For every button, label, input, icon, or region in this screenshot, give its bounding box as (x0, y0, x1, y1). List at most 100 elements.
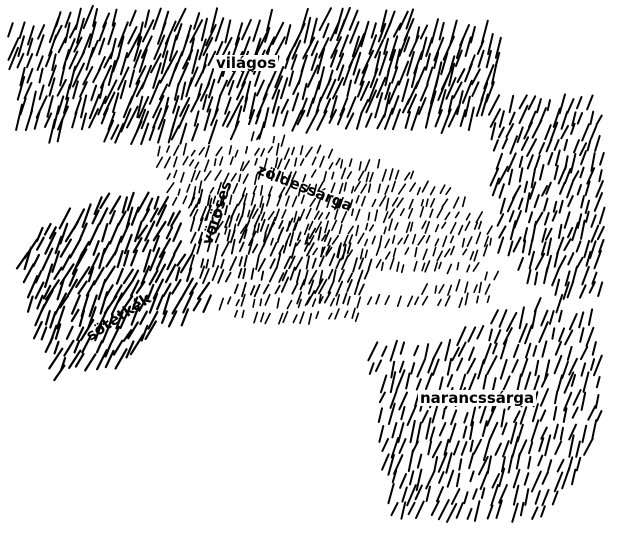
hatch-stroke (329, 297, 335, 307)
hatch-stroke (355, 208, 361, 221)
hatch-stroke (383, 20, 393, 40)
hatch-stroke (398, 391, 408, 411)
hatch-stroke (220, 258, 225, 269)
hatch-stroke (252, 19, 261, 42)
hatch-stroke (122, 249, 130, 267)
hatch-stroke (311, 156, 317, 166)
hatch-stroke (296, 291, 303, 305)
hatch-stroke (383, 91, 391, 118)
hatch-stroke (564, 168, 572, 185)
hatch-stroke (140, 324, 149, 342)
hatch-stroke (241, 309, 245, 319)
hatch-stroke (409, 470, 415, 486)
hatch-stroke (54, 292, 68, 316)
hatch-stroke (513, 410, 521, 423)
hatch-stroke (421, 409, 429, 424)
hatch-stroke (295, 239, 302, 247)
hatch-stroke (182, 156, 189, 166)
hatch-stroke (331, 171, 335, 180)
hatch-stroke (144, 320, 157, 340)
hatch-stroke (177, 188, 181, 196)
hatch-stroke (257, 168, 263, 180)
hatch-stroke (405, 8, 415, 30)
hatch-stroke (302, 36, 316, 60)
hatch-stroke (575, 440, 581, 458)
hatch-stroke (324, 220, 330, 234)
hatch-stroke (346, 96, 357, 118)
hatch-stroke (326, 78, 337, 100)
hatch-stroke (267, 186, 273, 197)
hatch-stroke (494, 329, 502, 344)
hatch-stroke (202, 294, 212, 313)
hatch-stroke (296, 231, 302, 241)
hatch-stroke (462, 248, 468, 256)
hatch-stroke (350, 185, 355, 194)
hatch-stroke (395, 369, 406, 392)
hatch-stroke (570, 373, 577, 387)
hatch-stroke (305, 207, 312, 220)
hatch-stroke (79, 222, 88, 240)
hatch-stroke (571, 406, 579, 419)
hatch-stroke (455, 37, 465, 59)
hatch-stroke (205, 258, 210, 269)
hatch-stroke (434, 109, 443, 128)
hatch-stroke (526, 138, 538, 157)
hatch-stroke (498, 467, 506, 488)
hatch-stroke (104, 349, 115, 369)
hatch-stroke (51, 250, 61, 273)
hatch-stroke (119, 222, 131, 243)
hatch-stroke (576, 112, 584, 125)
hatch-stroke (590, 152, 596, 172)
hatch-stroke (323, 98, 332, 114)
hatch-stroke (443, 248, 451, 258)
hatch-stroke (591, 341, 597, 356)
hatch-stroke (444, 295, 451, 307)
hatch-stroke (152, 7, 162, 30)
hatch-stroke (95, 339, 104, 354)
hatch-stroke (360, 183, 368, 194)
hatch-stroke (511, 359, 519, 374)
hatch-stroke (375, 359, 382, 372)
hatch-stroke (129, 279, 140, 297)
hatch-stroke (468, 346, 475, 361)
hatch-stroke (68, 50, 79, 70)
hatch-stroke (358, 161, 362, 171)
hatch-stroke (166, 182, 175, 194)
hatch-stroke (259, 218, 266, 232)
hatch-stroke (284, 24, 292, 45)
hatch-stroke (482, 244, 489, 257)
hatch-stroke (552, 406, 558, 421)
hatch-stroke (553, 354, 563, 375)
hatch-stroke (58, 207, 72, 230)
hatch-stroke (469, 439, 474, 453)
hatch-stroke (425, 485, 431, 502)
hatch-stroke (355, 195, 360, 204)
hatch-stroke (242, 96, 249, 112)
hatch-stroke (576, 213, 583, 229)
hatch-stroke (198, 146, 205, 156)
hatch-stroke (243, 254, 248, 268)
hatch-stroke (78, 309, 86, 327)
hatch-stroke (563, 391, 573, 412)
hatch-stroke (410, 105, 421, 131)
hatch-stroke (429, 186, 436, 196)
hatch-stroke (414, 296, 420, 306)
hatch-stroke (280, 134, 286, 147)
hatch-stroke (173, 156, 178, 168)
hatch-stroke (518, 155, 524, 168)
hatch-stroke (218, 297, 224, 311)
hatch-stroke (117, 21, 129, 48)
hatch-stroke (305, 109, 320, 134)
hatch-stroke (77, 280, 88, 295)
hatch-stroke (584, 199, 590, 214)
hatch-stroke (452, 81, 463, 99)
hatch-stroke (199, 82, 211, 102)
hatch-stroke (397, 60, 410, 86)
hatch-stroke (53, 364, 66, 382)
hatch-stroke (566, 98, 575, 114)
hatch-stroke (376, 113, 386, 130)
hatch-stroke (486, 405, 497, 427)
hatch-stroke (277, 227, 284, 241)
hatch-stroke (272, 135, 276, 144)
hatch-stroke (154, 263, 167, 283)
